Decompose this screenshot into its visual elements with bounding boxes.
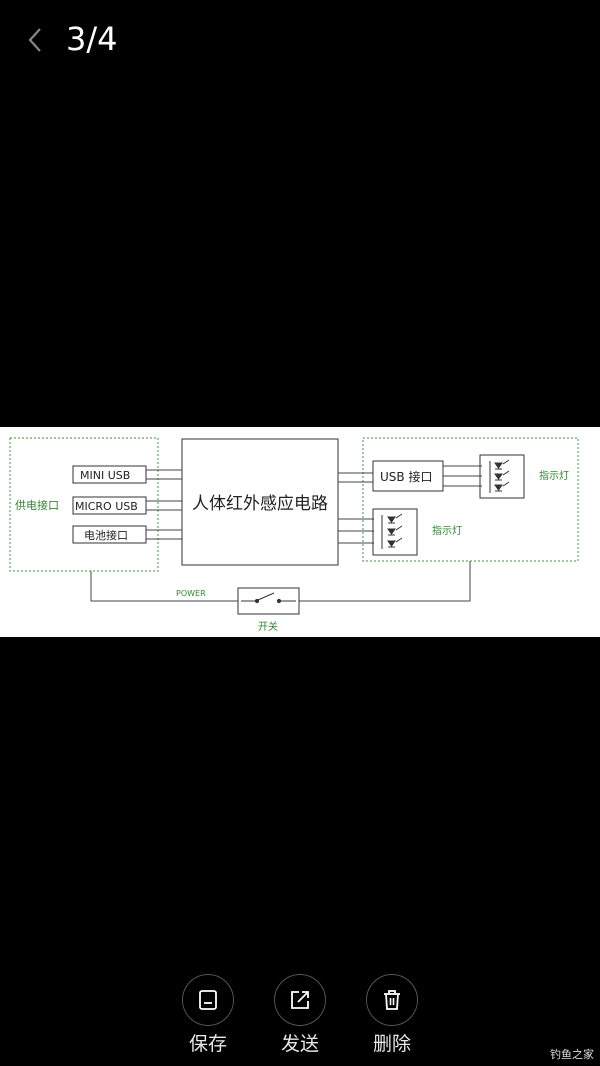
save-label: 保存 xyxy=(188,1033,227,1055)
save-button[interactable]: 保存 xyxy=(168,974,248,1060)
photo-viewer-image[interactable]: 供电接口 MINI USB MICRO USB 电池接口 人体红外感应电路 US… xyxy=(0,427,600,637)
power-group-label: 供电接口 xyxy=(15,498,59,512)
indicator-upper-label: 指示灯 xyxy=(539,469,569,482)
sensor-circuit-label: 人体红外感应电路 xyxy=(192,494,328,514)
port-micro-usb-box xyxy=(72,496,147,515)
power-line-label: POWER xyxy=(176,589,206,598)
port-mini-usb-box xyxy=(72,465,147,484)
delete-label: 删除 xyxy=(372,1033,411,1055)
top-bar: 3/4 xyxy=(0,0,600,80)
port-micro-usb-label: MICRO USB xyxy=(75,500,138,513)
circuit-diagram: 供电接口 MINI USB MICRO USB 电池接口 人体红外感应电路 US… xyxy=(9,437,579,633)
share-button[interactable]: 发送 xyxy=(260,974,340,1060)
save-icon xyxy=(199,990,217,1010)
power-group-box xyxy=(9,437,159,572)
port-battery-box xyxy=(72,525,147,544)
led-lower-lines xyxy=(338,518,374,544)
share-label: 发送 xyxy=(280,1033,319,1055)
led-array-upper-icon xyxy=(479,454,525,499)
switch-icon xyxy=(237,587,300,615)
sensor-circuit-box xyxy=(181,438,339,566)
power-loop-line xyxy=(90,561,471,602)
image-counter: 3/4 xyxy=(66,20,118,58)
delete-button[interactable]: 删除 xyxy=(352,974,432,1060)
usb-port-box xyxy=(372,460,444,492)
usb-led-lines xyxy=(443,465,482,487)
trash-icon xyxy=(384,990,400,1010)
back-button[interactable] xyxy=(18,20,54,60)
chevron-left-icon xyxy=(28,28,41,52)
usb-port-label: USB 接口 xyxy=(380,469,432,484)
port-battery-label: 电池接口 xyxy=(84,529,128,542)
indicator-lower-label: 指示灯 xyxy=(432,524,462,537)
indicator-group-box xyxy=(362,437,579,562)
led-array-lower-icon xyxy=(372,508,418,556)
port-connector-lines xyxy=(146,469,182,540)
usb-connector-lines xyxy=(338,472,373,483)
share-icon xyxy=(291,991,309,1009)
watermark: 钓鱼之家 xyxy=(550,1048,594,1061)
bottom-action-bar: 保存 发送 删除 xyxy=(0,968,600,1066)
switch-label: 开关 xyxy=(258,620,278,633)
port-mini-usb-label: MINI USB xyxy=(80,469,130,482)
